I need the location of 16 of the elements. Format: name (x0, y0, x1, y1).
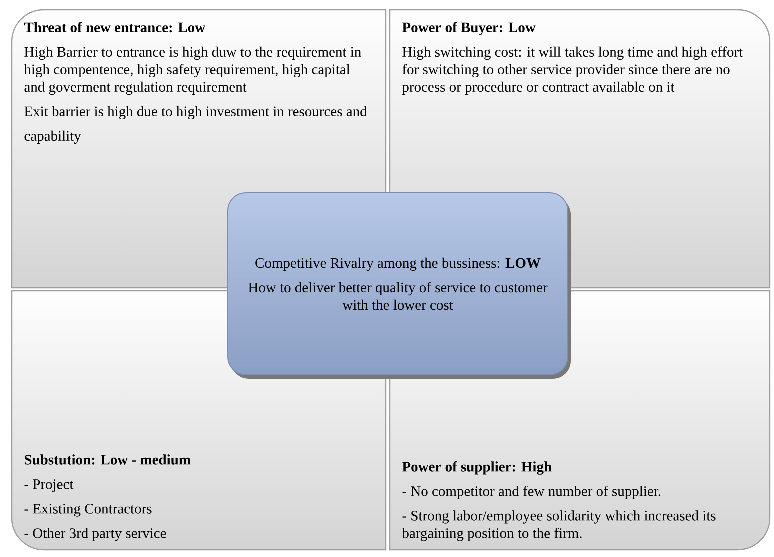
center-box (228, 192, 571, 379)
center-text: Competitive Rivalry among the bussiness: LOW (256, 258, 541, 272)
heading: Threat of new entrance: Low (24, 22, 206, 33)
heading: Power of Buyer: Low (402, 22, 536, 36)
body-text: Exit barrier is high due to high investment in resources and (24, 106, 368, 120)
body-text: - Other 3rd party service (24, 528, 166, 542)
body-text: - Project (24, 480, 74, 492)
body-text: capability (24, 130, 82, 144)
body-text: High switching cost: it will takes long time and high effort for switching to other service provider since there are no process or procedure or contract available on it (402, 46, 743, 95)
body-text: - Strong labor/employee solidarity which increased its bargaining position to the firm. (402, 510, 716, 542)
body-text: High Barrier to entrance is high duw to the requirement in high compentence, high safety requirement, high capital and goverment regulation requirement (24, 46, 362, 96)
heading: Substution: Low - medium (24, 454, 191, 465)
body-text: - Existing Contractors (24, 504, 152, 517)
center-text: How to deliver better quality of service to customer with the lower cost (248, 282, 548, 310)
body-text: - No competitor and few number of supplier. (402, 486, 661, 500)
heading: Power of supplier: High (402, 461, 552, 475)
